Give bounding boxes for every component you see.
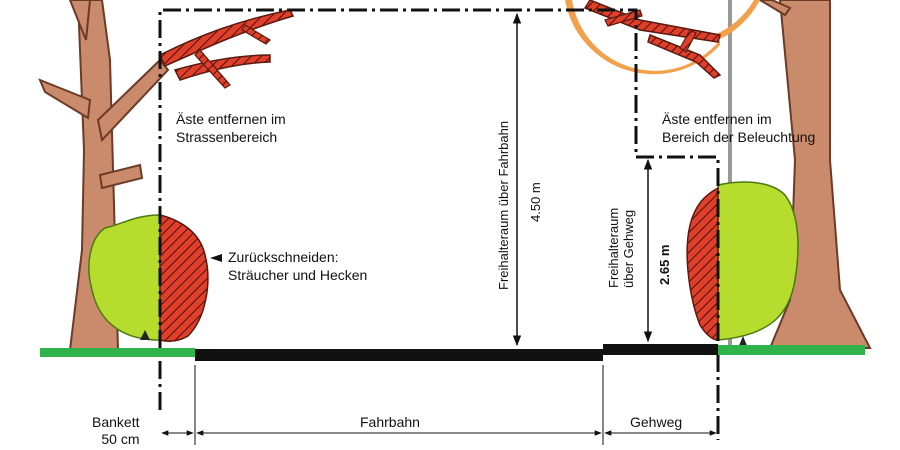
label-line: Sträucher und Hecken xyxy=(228,267,368,283)
left-verge xyxy=(40,348,195,357)
label-line: 50 cm xyxy=(101,431,140,447)
label-clearance-road-height: 4.50 m xyxy=(528,182,543,222)
label-line: über Gehweg xyxy=(621,209,636,288)
label-remove-branches-lighting: Äste entfernen im Bereich der Beleuchtun… xyxy=(662,110,815,146)
label-line: Äste entfernen im xyxy=(662,111,772,127)
trim-pointer-arrow xyxy=(210,254,222,262)
label-line: Bereich der Beleuchtung xyxy=(662,129,816,145)
label-line: Bankett xyxy=(92,414,140,430)
roadway-surface xyxy=(195,349,603,361)
label-line: Strassenbereich xyxy=(176,129,278,145)
left-shrub xyxy=(88,214,209,342)
label-line: Freihalteraum xyxy=(606,207,621,288)
right-branches-cut xyxy=(583,0,722,79)
left-branches-cut xyxy=(159,9,295,89)
label-bankett: Bankett 50 cm xyxy=(92,414,139,448)
label-walkway: Gehweg xyxy=(630,414,683,430)
label-clearance-walkway: Freihalteraum über Gehweg xyxy=(606,208,636,288)
right-verge xyxy=(718,345,865,355)
clearance-profile xyxy=(158,8,720,440)
label-trim-shrubs: Zurückschneiden: Sträucher und Hecken xyxy=(228,248,367,284)
label-clearance-road: Freihalteraum über Fahrbahn xyxy=(496,120,511,290)
label-clearance-walkway-height: 2.65 m xyxy=(657,244,672,285)
label-line: Äste entfernen im xyxy=(176,111,286,127)
label-remove-branches-street: Äste entfernen im Strassenbereich xyxy=(176,110,286,146)
walkway-surface xyxy=(603,344,718,355)
label-line: Zurückschneiden: xyxy=(228,249,339,265)
label-roadway: Fahrbahn xyxy=(360,414,420,430)
right-shrub xyxy=(686,181,799,348)
bottom-dimensions xyxy=(161,365,717,445)
